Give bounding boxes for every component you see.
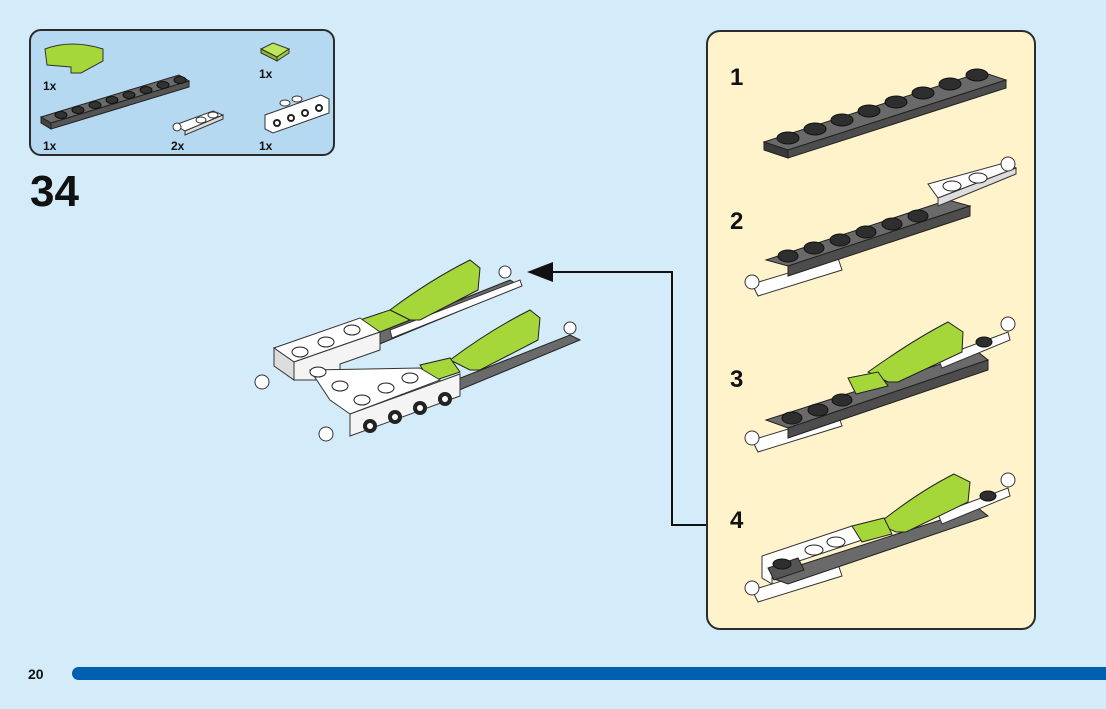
sub-step-number: 3 <box>730 366 744 393</box>
sub-step-4-illustration <box>744 472 1016 603</box>
main-model-illustration <box>254 259 582 442</box>
sub-step-number: 1 <box>730 64 744 91</box>
part-lime-tile <box>259 42 291 62</box>
part-lime-curved-slope <box>44 43 104 74</box>
sub-step-3-illustration <box>744 316 1016 453</box>
sub-step-2-illustration <box>744 156 1018 297</box>
part-qty: 1x <box>43 139 57 153</box>
sub-step-1-illustration <box>762 68 1008 159</box>
part-white-clip-plate <box>172 110 225 136</box>
page-footer-bar <box>72 667 1106 680</box>
part-qty: 1x <box>43 79 57 93</box>
part-white-bracket <box>264 94 330 134</box>
sub-step-number: 2 <box>730 208 744 235</box>
callout-arrow <box>527 262 708 526</box>
sub-assembly-panel: 1 2 3 <box>706 30 1036 630</box>
part-qty: 2x <box>171 139 185 153</box>
step-number: 34 <box>30 167 79 216</box>
page-number: 20 <box>28 666 44 682</box>
parts-list-box: 1x 1x 1x 2x 1x <box>29 29 335 156</box>
part-dark-gray-plate <box>39 74 191 130</box>
part-qty: 1x <box>259 67 273 81</box>
sub-step-number: 4 <box>730 507 744 534</box>
part-qty: 1x <box>259 139 273 153</box>
